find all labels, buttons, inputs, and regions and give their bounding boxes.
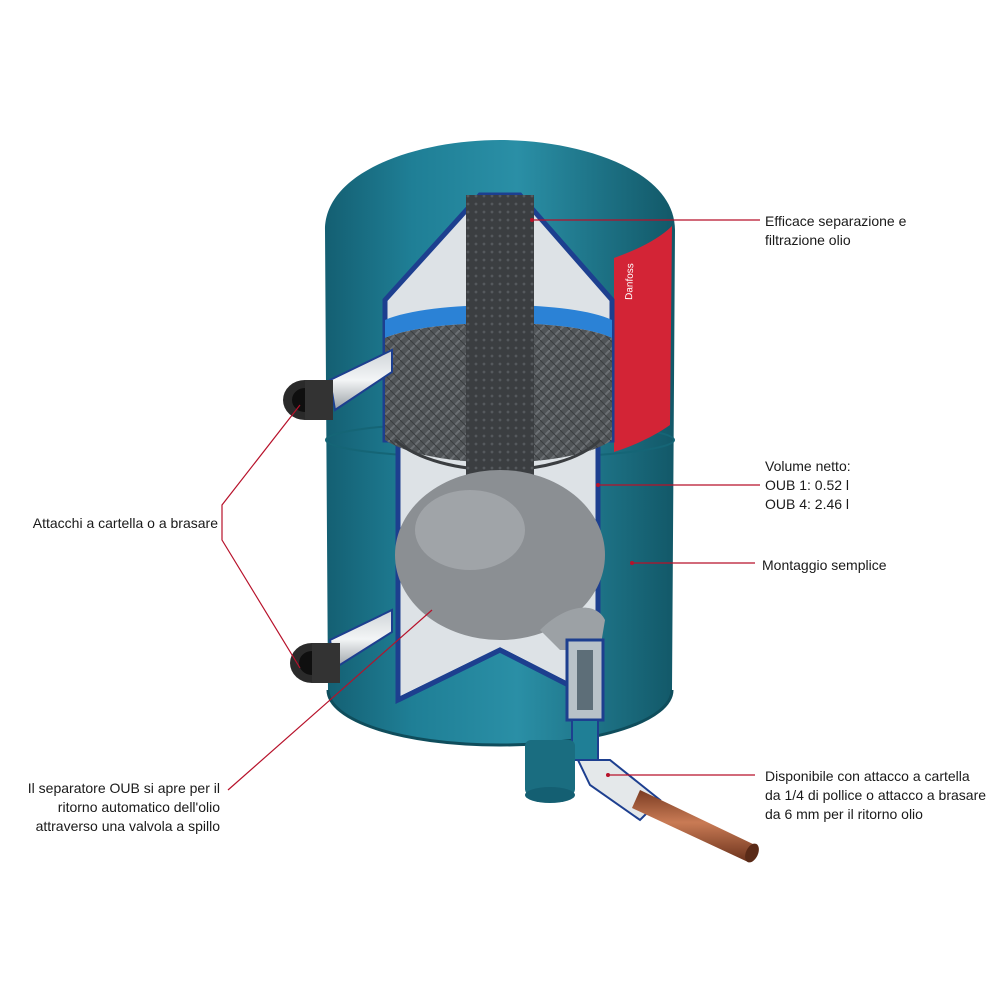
callout-return-line-2: da 1/4 di pollice o attacco a brasare <box>765 786 986 805</box>
callout-filtration: Efficace separazione e filtrazione olio <box>765 212 906 250</box>
callout-connections: Attacchi a cartella o a brasare <box>0 514 218 533</box>
callout-filtration-line-2: filtrazione olio <box>765 231 906 250</box>
callout-volume-line-1: Volume netto: <box>765 457 851 476</box>
brand-mark: Danfoss <box>624 263 636 300</box>
callout-volume-line-2: OUB 1: 0.52 l <box>765 476 851 495</box>
callout-needle-valve: Il separatore OUB si apre per il ritorno… <box>0 779 220 836</box>
callout-return-line-3: da 6 mm per il ritorno olio <box>765 805 986 824</box>
callout-volume: Volume netto: OUB 1: 0.52 l OUB 4: 2.46 … <box>765 457 851 514</box>
callout-needle-line-2: ritorno automatico dell'olio <box>0 798 220 817</box>
callout-mounting-line-1: Montaggio semplice <box>762 556 887 575</box>
callout-connections-line-1: Attacchi a cartella o a brasare <box>0 514 218 533</box>
callout-return-line-1: Disponibile con attacco a cartella <box>765 767 986 786</box>
callout-needle-line-3: attraverso una valvola a spillo <box>0 817 220 836</box>
callout-needle-line-1: Il separatore OUB si apre per il <box>0 779 220 798</box>
callout-return-connection: Disponibile con attacco a cartella da 1/… <box>765 767 986 824</box>
bottom-outlet <box>525 740 575 803</box>
leader-connections <box>222 405 300 668</box>
callout-volume-line-3: OUB 4: 2.46 l <box>765 495 851 514</box>
product-label: Danfoss <box>614 226 672 452</box>
callout-filtration-line-1: Efficace separazione e <box>765 212 906 231</box>
cutaway-section <box>385 195 612 700</box>
callout-mounting: Montaggio semplice <box>762 556 887 575</box>
filter-core <box>466 195 534 480</box>
oil-return-pipe <box>578 760 762 865</box>
